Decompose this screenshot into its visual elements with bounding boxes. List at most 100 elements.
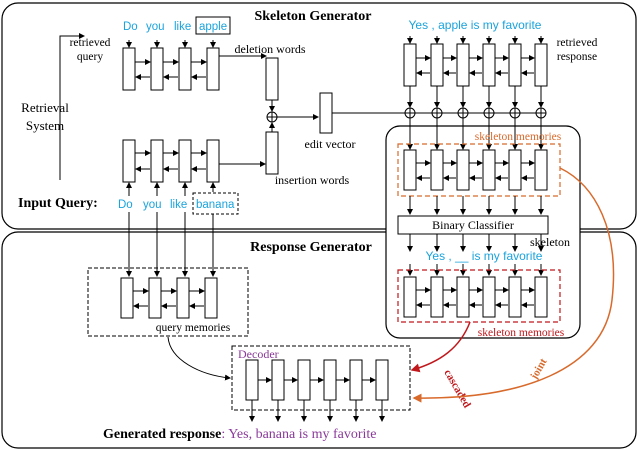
skeleton-memory-cells [403,149,548,191]
query-memory-cell [120,277,134,319]
query-encoder-cell [122,47,136,91]
input-encoder [122,139,220,183]
input-to-memory-arrows [126,212,216,277]
query-memory-to-decoder [167,336,231,381]
query-memory-cell [204,277,218,319]
skeleton-memory-cell [403,149,417,191]
deletion-vector [265,57,279,101]
skeleton-generator-panel [1,2,637,230]
decoder-arrows [249,377,385,422]
skeleton-memories-label-bottom: skeleton memories [478,327,565,339]
response-skeleton-cell [482,276,496,318]
generated-response: Generated response: Yes, banana is my fa… [103,427,377,442]
input-encoder-cell [178,139,192,183]
deletion-words-label: deletion words [235,42,306,56]
skeleton-memory-cell [508,149,522,191]
response-encoder-cell [456,43,470,87]
response-skeleton-memory-cells [403,276,548,318]
decoder-cell [297,359,311,401]
cascaded-label: cascaded [441,368,472,411]
cascaded-arrow [410,321,471,373]
skeleton-memory-arrows [407,160,544,215]
skeleton-memories-label-top: skeleton memories [475,131,562,143]
skeleton-memories-box [397,143,561,197]
apple-highlight-box [195,16,231,35]
response-encoder-cell [430,43,444,87]
response-encoder [403,43,548,87]
input-word-2: you [143,199,162,211]
edit-vector [319,92,333,134]
query-word-4: apple [199,21,227,33]
input-encoder-cell [122,139,136,183]
skeleton-text: Yes , __ is my favorite [426,249,543,263]
input-query-label: Input Query: [18,196,98,211]
insertion-vector [265,131,279,175]
query-encoder-arrows [126,40,216,80]
decoder-label: Decoder [238,347,279,361]
input-encoder-arrows [126,150,216,196]
query-memory-cell [148,277,162,319]
query-encoder-cell [206,47,220,91]
response-skeleton-memories-box [397,269,561,323]
response-skeleton-cell [508,276,522,318]
input-word-3: like [170,199,187,211]
skeleton-memory-cell [534,149,548,191]
response-generator-panel [1,231,637,449]
skeleton-memory-cell [482,149,496,191]
decoder-cell [349,359,363,401]
skeleton-memory-cell [430,149,444,191]
query-encoder-cell [150,47,164,91]
response-skeleton-cell [403,276,417,318]
skeleton-generator-title: Skeleton Generator [254,9,371,24]
input-word-1: Do [118,199,133,211]
response-skeleton-cell [534,276,548,318]
input-word-4: banana [196,199,235,211]
response-skeleton-cell [430,276,444,318]
banana-highlight-box [192,192,239,215]
response-encoder-cell [534,43,548,87]
decoder-cell [375,359,389,401]
query-memories-label: query memories [156,322,231,334]
response-encoder-arrows [407,36,544,108]
retrieval-arrows [59,33,85,180]
query-memory-arrows [133,288,205,309]
joint-arrow [412,167,615,403]
response-skeleton-cell [456,276,470,318]
response-generator-title: Response Generator [250,240,372,255]
insertion-words-label: insertion words [275,173,350,187]
query-word-2: you [146,21,165,33]
generated-response-text: : Yes, banana is my favorite [221,427,376,442]
skeleton-label: skeleton [530,235,570,249]
edit-vector-label: edit vector [305,137,356,151]
decoder-cell [245,359,259,401]
query-memory-cell [176,277,190,319]
input-query-words: Do you like banana [118,192,239,215]
classifier-output-arrows [407,234,544,252]
add-operators [404,107,547,119]
query-encoder-cell [178,47,192,91]
retrieved-query-words: Do you like apple [123,16,231,35]
decoder-cell [271,359,285,401]
skeleton-memory-cell [456,149,470,191]
response-encoder-cell [482,43,496,87]
binary-classifier-box [397,215,549,235]
query-word-3: like [174,21,191,33]
decoder-box [231,345,411,411]
query-memories-box [87,267,249,337]
response-encoder-cell [508,43,522,87]
decoder-cell [323,359,337,401]
response-encoder-cell [403,43,417,87]
response-skeleton-arrows [416,287,535,308]
generated-response-label: Generated response [103,427,221,442]
decoder-cells [245,359,389,401]
query-word-1: Do [123,21,138,33]
joint-label: joint [528,356,550,382]
query-encoder [122,47,220,91]
query-memory-cells [120,277,218,319]
input-encoder-cell [150,139,164,183]
